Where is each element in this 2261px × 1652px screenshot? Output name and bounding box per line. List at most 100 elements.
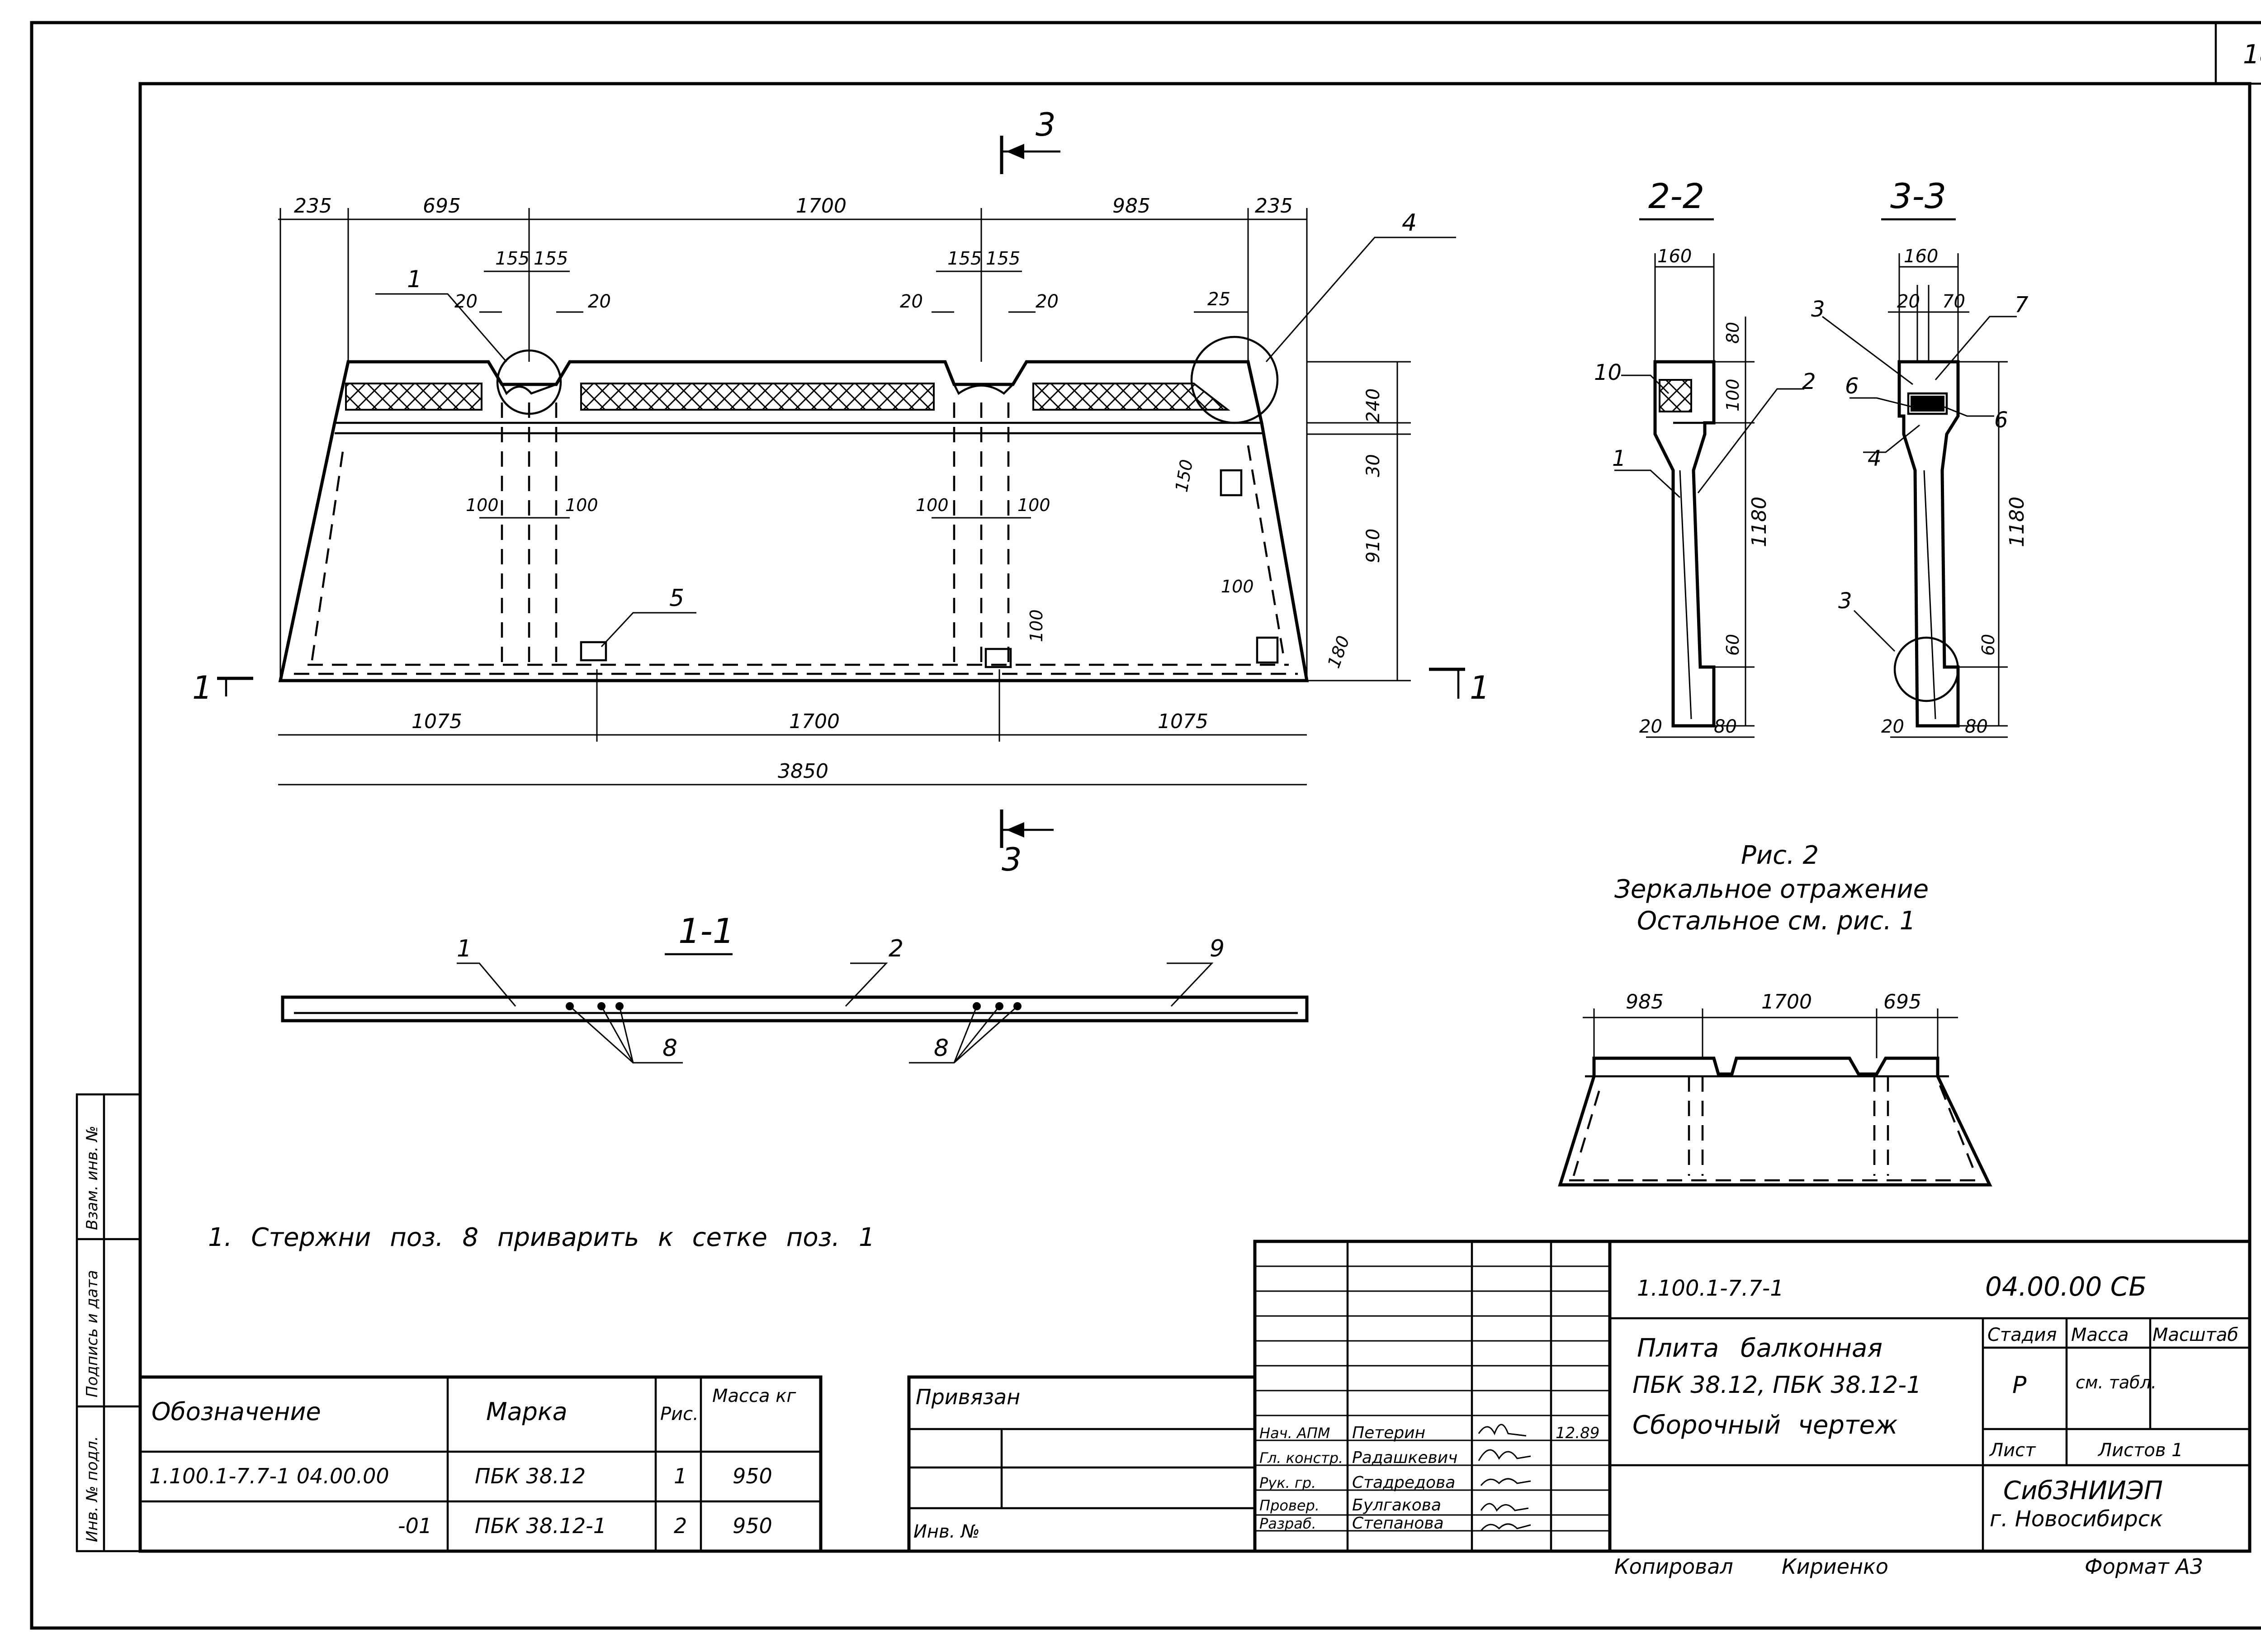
- figure2-line2: Остальное см. рис. 1: [1637, 906, 1916, 936]
- section-33-dim-bottom-1: 80: [1965, 716, 1988, 737]
- spec-row2-fig: 2: [674, 1514, 687, 1538]
- title-name-2: ПБК 38.12, ПБК 38.12-1: [1632, 1372, 1921, 1399]
- plan-dim-opening-right-0: 155: [947, 248, 982, 269]
- role-3-name: Булгакова: [1352, 1496, 1441, 1515]
- figure2-caption: Рис. 2: [1741, 841, 1819, 870]
- plan-dim-bottom-2: 1075: [1158, 710, 1208, 733]
- plan-dim-inner-7: 180: [1324, 633, 1353, 671]
- role-2-name: Стадредова: [1352, 1473, 1455, 1492]
- side-stamp-replace: Взам. инв. №: [83, 1126, 101, 1230]
- plan-dim-inner-3: 100: [1017, 495, 1050, 515]
- section-11-callout-8b: 8: [934, 1035, 949, 1062]
- section-33-callout-3a: 3: [1811, 297, 1825, 322]
- title-scale-header: Масштаб: [2152, 1325, 2238, 1345]
- role-4-name: Степанова: [1352, 1514, 1444, 1533]
- section-22-callout-1: 1: [1612, 446, 1626, 471]
- spec-header-fig: Рис.: [660, 1404, 699, 1425]
- section-22-dim-side-0: 80: [1723, 322, 1743, 344]
- role-2: Рук. гр.: [1259, 1474, 1316, 1491]
- figure2-drawing: [1558, 1008, 1992, 1187]
- section-22-callout-10: 10: [1594, 360, 1622, 385]
- title-code: 1.100.1-7.7-1: [1637, 1276, 1784, 1301]
- footer-copied: Копировал: [1614, 1554, 1733, 1579]
- title-stage-value: Р: [2012, 1372, 2027, 1399]
- figure2-dim-1: 1700: [1761, 990, 1812, 1013]
- title-mass-header: Масса: [2071, 1325, 2129, 1345]
- section-label-bottom: 3: [1002, 841, 1022, 878]
- spec-row1-designation: 1.100.1-7.7-1 04.00.00: [149, 1464, 389, 1488]
- plan-callout-1: 1: [407, 266, 422, 293]
- title-name-3: Сборочный чертеж: [1632, 1411, 1897, 1440]
- section-mark-bottom: [1000, 809, 1054, 848]
- section-22-dim-top: 160: [1657, 246, 1692, 267]
- section-mark-top: [1000, 136, 1060, 174]
- plan-view: [278, 336, 1309, 682]
- plan-dim-inner-0: 100: [466, 495, 499, 515]
- title-date: 12.89: [1556, 1424, 1599, 1442]
- plan-callout-5: 5: [669, 585, 684, 612]
- plan-dim-edge-right-1: 20: [1036, 291, 1059, 312]
- sheet-number: 18: [2243, 39, 2261, 70]
- spec-row2-mass: 950: [733, 1514, 772, 1538]
- section-33-dim-top-0: 160: [1904, 246, 1938, 267]
- plan-dim-bottom-0: 1075: [412, 710, 462, 733]
- spec-header-designation: Обозначение: [151, 1397, 321, 1426]
- role-1-name: Радашкевич: [1352, 1448, 1457, 1467]
- spec-row1-mark: ПБК 38.12: [475, 1464, 586, 1488]
- plan-dim-right-2: 910: [1363, 529, 1384, 563]
- footer-format: Формат А3: [2085, 1554, 2203, 1579]
- plan-leaders: [375, 237, 1456, 648]
- title-org-2: г. Новосибирск: [1990, 1506, 2163, 1532]
- title-stage-header: Стадия: [1987, 1325, 2057, 1345]
- section-label-left: 1: [192, 669, 213, 706]
- section-33-dim-side-0: 1180: [2006, 497, 2029, 547]
- title-doc-number: 04.00.00 СБ: [1985, 1271, 2147, 1302]
- section-33-dim-bottom-0: 20: [1881, 716, 1904, 737]
- section-33-callout-4: 4: [1868, 446, 1882, 471]
- title-sheet-label: Лист: [1989, 1440, 2036, 1461]
- section-33-callout-6b: 6: [1994, 407, 2008, 433]
- section-22-drawing: [1614, 253, 1804, 738]
- plan-dim-opening-right-1: 155: [986, 248, 1020, 269]
- role-1: Гл. констр.: [1259, 1449, 1343, 1467]
- plan-dim-edge-left-0: 20: [454, 291, 478, 312]
- title-block: [1253, 1240, 2252, 1553]
- section-22-dim-bottom-1: 80: [1714, 716, 1737, 737]
- plan-dim-opening-left-0: 155: [495, 248, 530, 269]
- plan-dim-inner-4: 100: [1026, 609, 1046, 642]
- plan-dim-corner: 25: [1207, 289, 1230, 310]
- section-33-dim-side-1: 60: [1978, 634, 1998, 656]
- section-22-dim-side-3: 60: [1723, 634, 1743, 656]
- section-33-callout-7: 7: [2015, 292, 2029, 317]
- section-label-right: 1: [1470, 669, 1490, 706]
- plan-dim-inner-6: 100: [1221, 577, 1254, 596]
- section-33-callout-3b: 3: [1838, 588, 1852, 614]
- plan-dim-edge-right-0: 20: [900, 291, 923, 312]
- plan-dim-inner-1: 100: [565, 495, 598, 515]
- plan-dim-right-0: 240: [1363, 388, 1384, 423]
- section-mark-right: [1429, 667, 1465, 699]
- plan-dim-inner-2: 100: [916, 495, 949, 515]
- section-22-callout-2: 2: [1802, 369, 1816, 394]
- section-label-top: 3: [1036, 106, 1056, 143]
- spec-row1-fig: 1: [674, 1464, 687, 1488]
- section-33-callout-6a: 6: [1845, 374, 1859, 399]
- side-stamp-inv: Инв. № подл.: [83, 1436, 101, 1542]
- figure2-line1: Зеркальное отражение: [1614, 875, 1929, 904]
- title-org-1: СибЗНИИЭП: [2003, 1476, 2163, 1505]
- plan-callout-4: 4: [1402, 209, 1417, 237]
- signatures: [1478, 1424, 1531, 1531]
- plan-dim-inner-5: 150: [1172, 458, 1197, 493]
- section-22-dim-side-2: 1180: [1748, 497, 1771, 547]
- section-22-dim-bottom-0: 20: [1639, 716, 1662, 737]
- spec-table: [138, 1375, 823, 1553]
- spec-header-mark: Марка: [486, 1397, 568, 1426]
- section-33-dim-top-2: 70: [1942, 291, 1965, 312]
- side-stamp-sign: Подпись и дата: [83, 1270, 101, 1397]
- plan-dim-top-1: 695: [423, 194, 461, 218]
- title-sheets-label: Листов 1: [2097, 1440, 2183, 1461]
- plan-dim-top-3: 985: [1112, 194, 1150, 218]
- plan-dim-bottom-1: 1700: [789, 710, 840, 733]
- section-11-title: 1-1: [678, 911, 734, 951]
